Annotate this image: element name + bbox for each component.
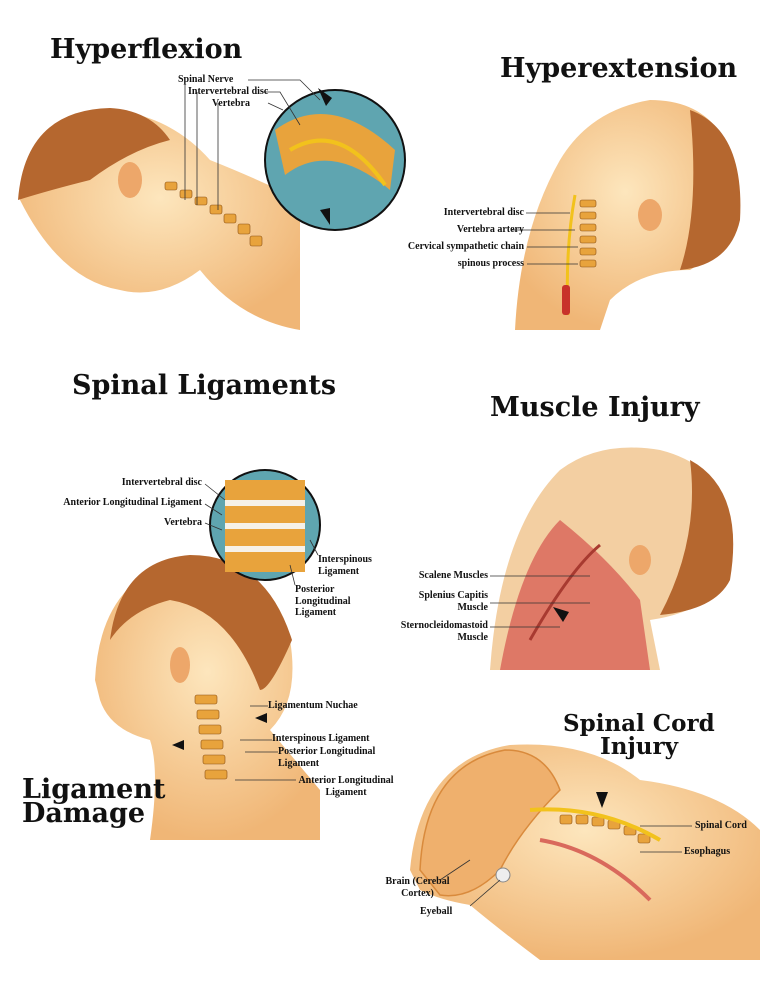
label-vertebra: Vertebra — [164, 517, 202, 528]
ligament-damage-title-line1: Ligament — [22, 774, 166, 805]
label-spinous-process: spinous process — [457, 258, 524, 269]
label-anterior-longitudinal-ligament: Anterior Longitudinal Ligament — [63, 497, 202, 508]
ligament-damage-title-line2: Damage — [22, 798, 146, 829]
spinal-cord-injury-title-line2: Injury — [600, 733, 679, 760]
label-splenius-capitis-muscle: Splenius Capitis Muscle — [418, 590, 488, 613]
label-intervertebral-disc: Intervertebral disc — [188, 86, 269, 97]
hyperextension-title: Hyperextension — [500, 53, 738, 84]
hyperextension-illustration — [512, 100, 741, 330]
label-interspinous-ligament: Interspinous Ligament — [318, 554, 372, 577]
muscle-injury-illustration — [490, 447, 734, 670]
hyperflexion-illustration — [18, 79, 406, 330]
label-interspinous-ligament: Interspinous Ligament — [272, 733, 370, 744]
label-intervertebral-disc: Intervertebral disc — [121, 477, 202, 488]
label-spinal-cord: Spinal Cord — [695, 820, 747, 831]
ligament-damage-illustration — [95, 469, 321, 840]
spinal-ligaments-title: Spinal Ligaments — [72, 370, 337, 401]
label-brain-cerebral-cortex: Brain (Cerebal Cortex) — [385, 876, 450, 899]
muscle-injury-title: Muscle Injury — [490, 392, 700, 423]
label-ligamentum-nuchae: Ligamentum Nuchae — [268, 700, 358, 711]
label-vertebra-artery: Vertebra artery — [456, 224, 524, 235]
label-esophagus: Esophagus — [684, 846, 731, 857]
spinal-cord-injury-illustration — [410, 744, 760, 960]
label-anterior-longitudinal-ligament: Anterior Longitudinal Ligament — [298, 775, 394, 798]
label-posterior-longitudinal-ligament: Posterior Longitudinal Ligament — [278, 746, 376, 769]
label-vertebra: Vertebra — [212, 98, 250, 109]
spinal-cord-injury-title-line1: Spinal Cord — [563, 710, 715, 737]
label-intervertebral-disc: Intervertebral disc — [443, 207, 524, 218]
label-eyeball: Eyeball — [420, 906, 453, 917]
label-posterior-longitudinal-ligament: Posterior Longitudinal Ligament — [295, 584, 351, 618]
label-cervical-sympathetic-chain: Cervical sympathetic chain — [407, 241, 524, 252]
label-sternocleidomastoid-muscle: Sternocleidomastoid Muscle — [400, 620, 488, 643]
label-spinal-nerve: Spinal Nerve — [178, 74, 234, 85]
hyperflexion-title: Hyperflexion — [50, 34, 243, 65]
label-scalene-muscles: Scalene Muscles — [418, 570, 488, 581]
